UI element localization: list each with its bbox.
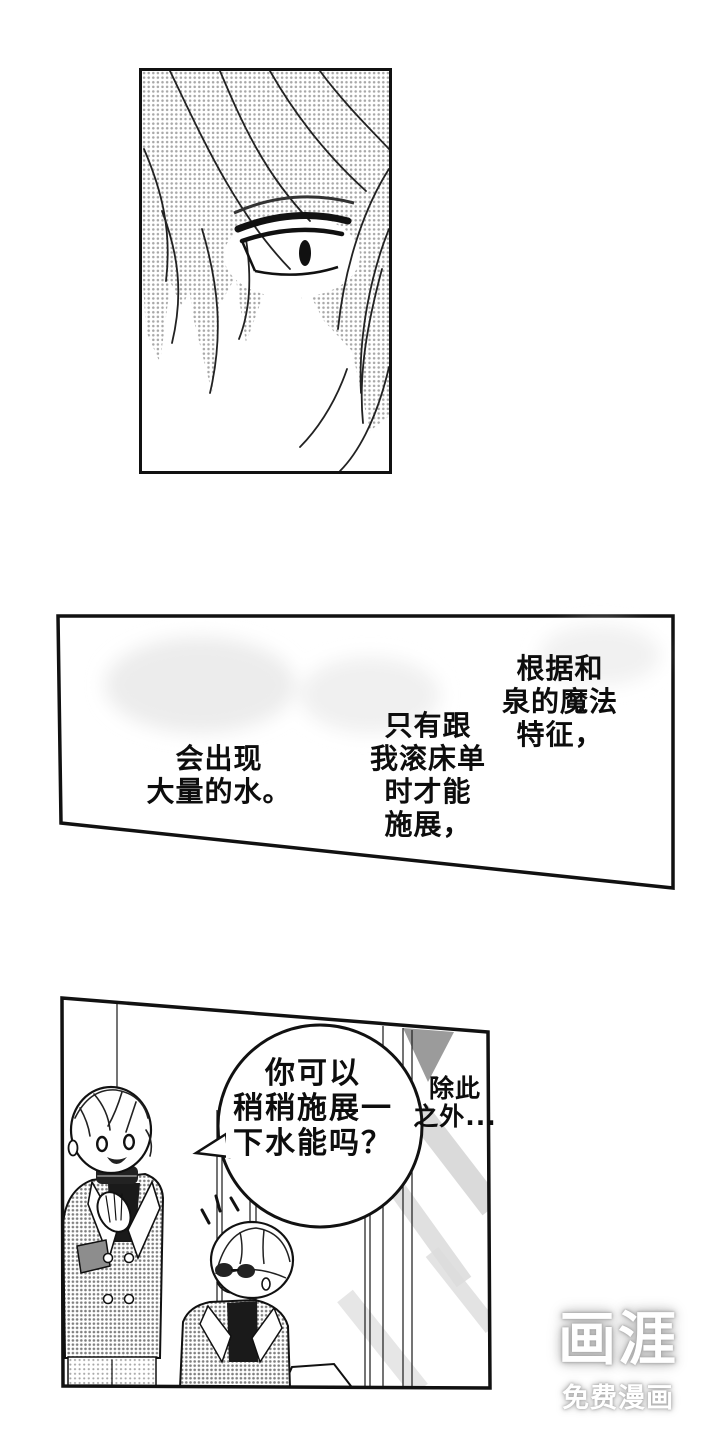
panel-mottle-tone <box>105 625 660 733</box>
watermark-tagline: 免费漫画 <box>562 1383 674 1414</box>
face-closeup-drawing <box>142 71 389 471</box>
narration-left: 会出现 大量的水。 <box>146 742 292 808</box>
aside-text: 除此 之外... <box>413 1074 497 1131</box>
seated-character-glasses-left <box>215 1263 233 1277</box>
standing-character-eye-right <box>122 1133 135 1151</box>
narrowed-eye <box>233 195 355 276</box>
standing-character <box>62 1085 165 1388</box>
standing-character-hand <box>96 1191 132 1233</box>
panel-scene <box>60 996 492 1390</box>
standing-character-eye-left <box>96 1135 109 1153</box>
emphasis-ticks <box>200 1194 240 1225</box>
standing-character-hair <box>74 1089 153 1157</box>
scene-panel-border <box>60 996 492 1390</box>
speech-bubble-text: 你可以 稍稍施展一 下水能吗？ <box>233 1056 393 1161</box>
standing-character-mouth <box>107 1157 127 1164</box>
seated-character-head <box>209 1220 295 1300</box>
panel-eye-closeup <box>139 68 392 474</box>
speech-bubble <box>192 1023 424 1229</box>
seated-character-ear <box>261 1277 271 1291</box>
narration-center: 只有跟 我滚床单 时才能 施展， <box>369 709 486 841</box>
watermark-logo: 画涯 <box>557 1305 678 1373</box>
standing-character-head <box>69 1085 153 1175</box>
seated-character-chin <box>216 1281 233 1294</box>
panel-narration <box>56 614 675 890</box>
diagonal-tone-bands <box>337 1028 490 1388</box>
narration-right: 根据和 泉的魔法 特征， <box>501 652 618 751</box>
seated-character <box>178 1220 295 1388</box>
hair-strokes <box>143 71 389 471</box>
standing-character-ear <box>67 1139 79 1157</box>
seated-character-glasses-right <box>237 1264 255 1278</box>
